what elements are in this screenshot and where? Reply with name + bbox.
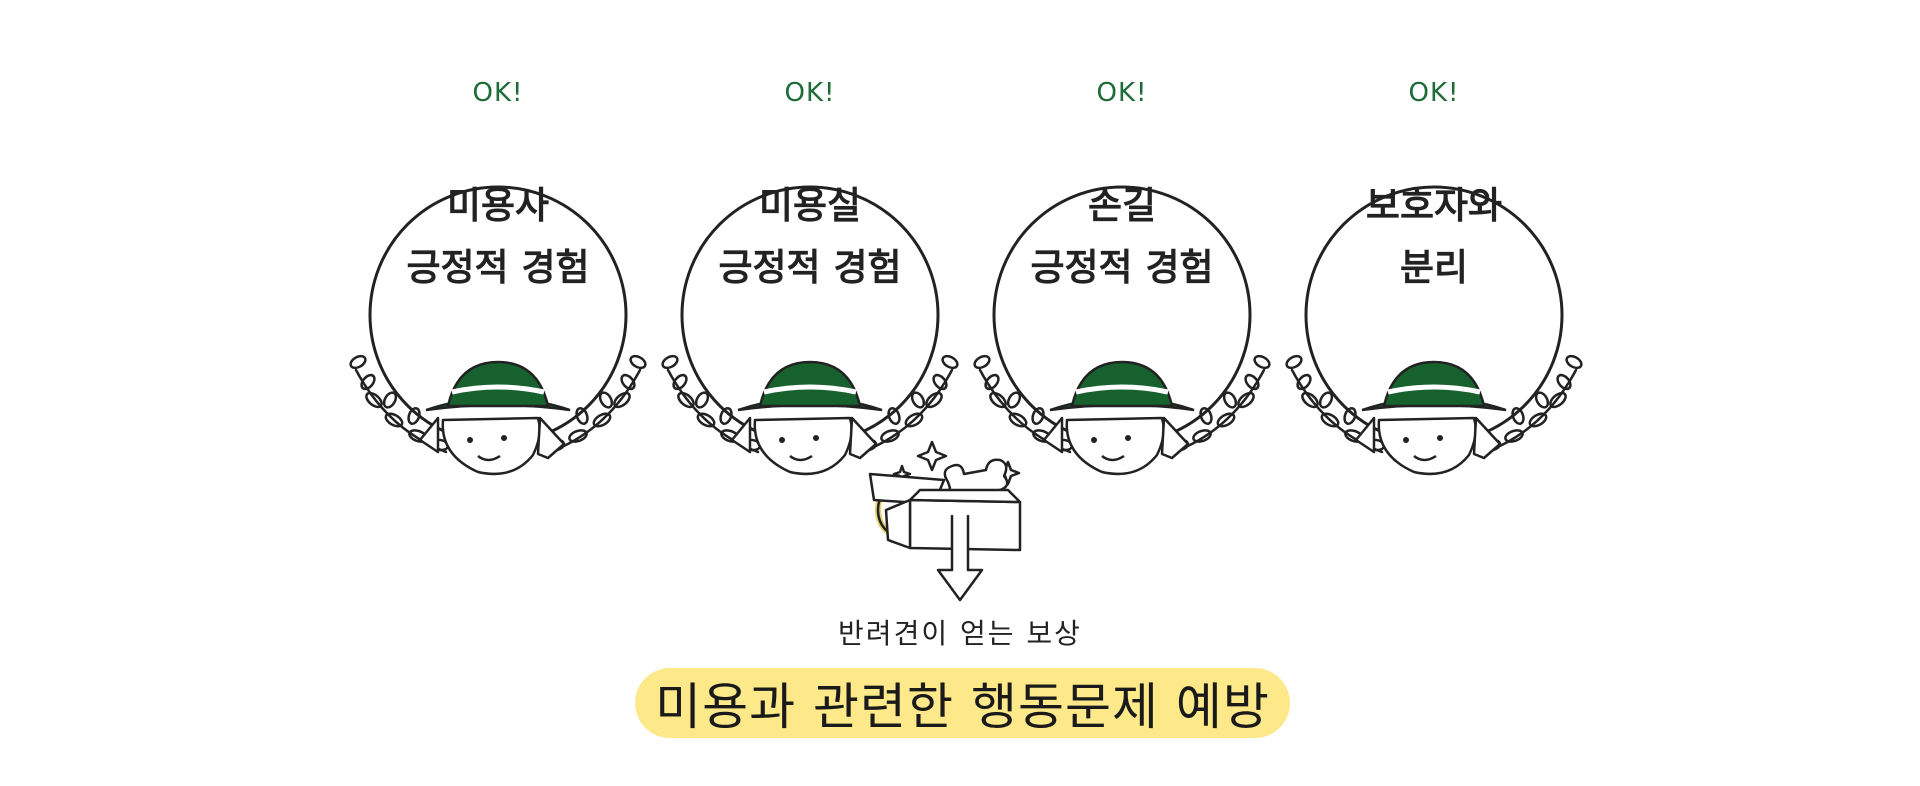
ok-label: OK! <box>784 78 836 108</box>
badge-line1: 미용실 <box>758 184 862 227</box>
ok-label: OK! <box>1096 78 1148 108</box>
badge-text: 보호자와 분리 <box>1314 175 1554 299</box>
badge-touch: OK! 손길 긍정적 경험 <box>952 70 1292 430</box>
badge-text: 손길 긍정적 경험 <box>1002 175 1242 299</box>
badge-groomer: OK! 미용사 긍정적 경험 <box>328 70 668 430</box>
badge-separation: OK! 보호자와 분리 <box>1264 70 1604 430</box>
badge-line1: 손길 <box>1087 184 1157 227</box>
ok-label: OK! <box>1408 78 1460 108</box>
badge-line1: 미용사 <box>446 184 550 227</box>
badge-line2: 긍정적 경험 <box>406 246 590 289</box>
footer-text: 미용과 관련한 행동문제 예방 <box>655 678 1270 736</box>
reward-label: 반려견이 얻는 보상 <box>838 617 1082 650</box>
badge-salon: OK! 미용실 긍정적 경험 <box>640 70 980 430</box>
badge-text: 미용실 긍정적 경험 <box>690 175 930 299</box>
treasure-box-icon <box>868 440 1022 602</box>
ok-label: OK! <box>472 78 524 108</box>
badge-line2: 분리 <box>1399 246 1469 289</box>
badge-line1: 보호자와 <box>1365 184 1503 227</box>
down-arrow-icon <box>936 514 984 602</box>
badge-line2: 긍정적 경험 <box>718 246 902 289</box>
badge-text: 미용사 긍정적 경험 <box>378 175 618 299</box>
sparkle-icon <box>916 440 948 472</box>
footer-banner: 미용과 관련한 행동문제 예방 <box>635 668 1290 738</box>
badge-line2: 긍정적 경험 <box>1030 246 1214 289</box>
